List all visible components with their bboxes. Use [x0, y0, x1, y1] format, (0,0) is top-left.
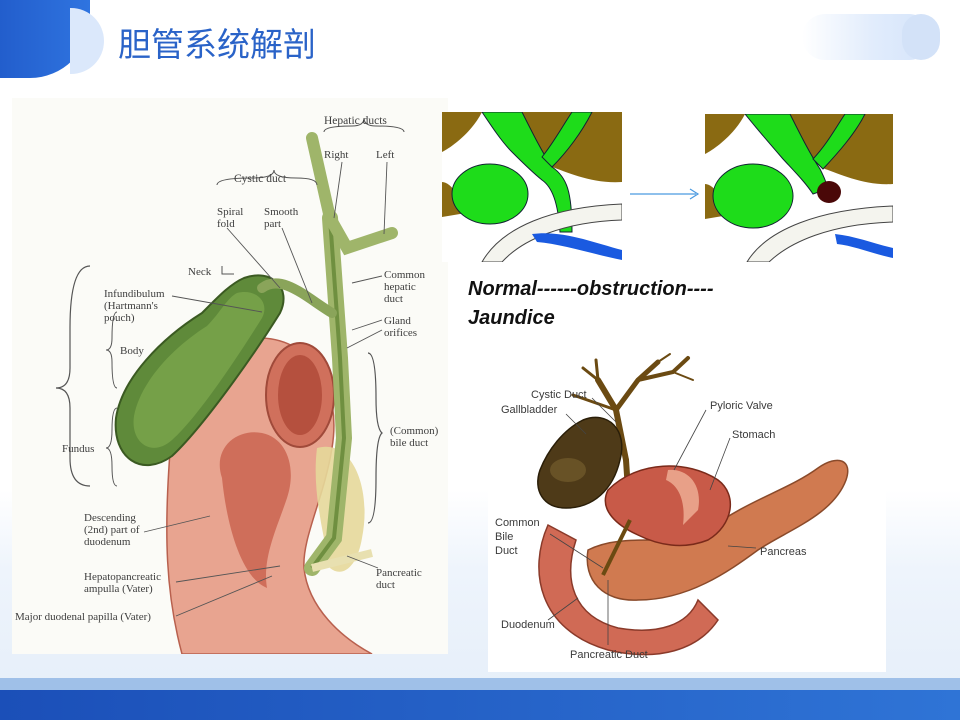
biliary-anatomy-illustration: Hepatic ducts Right Left Cystic duct Spi…: [12, 98, 448, 654]
arrow-right-icon: [630, 188, 700, 200]
biliary-anatomy-drawing: Hepatic ducts Right Left Cystic duct Spi…: [15, 115, 439, 654]
label-right: Right: [324, 149, 348, 161]
leader-lines: [143, 161, 388, 617]
cystic-duct-shape: [257, 278, 337, 318]
label-common-bile-2: bile duct: [390, 437, 428, 449]
label-fundus: Fundus: [62, 443, 94, 455]
label-ampulla-1: Hepatopancreatic: [84, 571, 161, 583]
label-cystic-duct: Cystic duct: [234, 173, 287, 185]
bile-duct-bracket: [367, 352, 383, 524]
hepatic-ducts-bracket: [323, 117, 405, 133]
label-stomach: Stomach: [732, 429, 775, 441]
label-common-bile-1: (Common): [390, 425, 439, 437]
label-gland-orifices-1: Gland: [384, 315, 411, 327]
left-hepatic-duct: [324, 212, 398, 256]
duodenum-loop: [538, 523, 719, 656]
pyloric-valve-shape: [666, 469, 699, 525]
duodenum-cut-inner: [278, 355, 322, 435]
normal-obstruction-jaundice-caption: Normal------obstruction---- Jaundice: [468, 275, 798, 333]
label-common-bile-3: Duct: [495, 545, 518, 557]
label-left: Left: [376, 149, 394, 161]
bottom-band-mid: [0, 678, 960, 690]
label-body: Body: [120, 345, 144, 357]
body-bracket: [105, 311, 118, 389]
label-smooth-part-2: part: [264, 218, 281, 230]
label-common-bile-2: Bile: [495, 531, 513, 543]
label-infundibulum-2: (Hartmann's: [104, 300, 158, 312]
progression-arrow: [630, 186, 702, 207]
label-descending-1: Descending: [84, 512, 136, 524]
label-pancreas: Pancreas: [760, 546, 807, 558]
gallbladder-mucosa: [133, 292, 265, 448]
gallbladder-pancreas-drawing: Cystic Duct Gallbladder Pyloric Valve St…: [495, 353, 849, 661]
label-pancreatic-duct-organ: Pancreatic Duct: [570, 649, 648, 661]
label-descending-2: (2nd) part of: [84, 524, 140, 536]
label-hepatic-ducts: Hepatic ducts: [324, 115, 387, 127]
label-common-bile-1: Common: [495, 517, 540, 529]
header-right-accent: [902, 14, 940, 60]
label-pyloric-valve: Pyloric Valve: [710, 400, 773, 412]
label-cystic-duct-organ: Cystic Duct: [531, 389, 587, 401]
gallbladder-bracket: [55, 265, 91, 487]
label-common-hepatic-2: hepatic: [384, 281, 416, 293]
label-common-hepatic-1: Common: [384, 269, 425, 281]
label-pancreatic-1: Pancreatic: [376, 567, 422, 579]
label-gallbladder: Gallbladder: [501, 404, 558, 416]
label-gland-orifices-2: orifices: [384, 327, 417, 339]
pancreatic-duct-shape: [311, 549, 373, 572]
label-pancreatic-2: duct: [376, 579, 395, 591]
label-spiral-fold-2: fold: [217, 218, 235, 230]
normal-biliary-thumbnail: [442, 112, 622, 262]
obstruction-biliary-thumbnail: [705, 114, 893, 262]
label-papilla: Major duodenal papilla (Vater): [15, 611, 151, 623]
caption-line-1: Normal------obstruction----: [468, 278, 714, 300]
label-infundibulum-3: pouch): [104, 312, 135, 324]
label-common-hepatic-3: duct: [384, 293, 403, 305]
slide-title: 胆管系统解剖: [118, 25, 316, 64]
gallbladder-pancreas-illustration: Cystic Duct Gallbladder Pyloric Valve St…: [488, 350, 886, 672]
obstruction-biliary-drawing: [705, 114, 893, 262]
label-spiral-fold-1: Spiral: [217, 206, 243, 218]
right-hepatic-duct: [306, 132, 336, 224]
cystic-duct-bracket: [216, 169, 318, 186]
label-neck: Neck: [188, 266, 212, 278]
label-duodenum: Duodenum: [501, 619, 555, 631]
common-bile-duct-organ: [601, 519, 632, 576]
fundus-bracket: [105, 407, 118, 487]
label-ampulla-2: ampulla (Vater): [84, 583, 153, 595]
header-tab-accent: [70, 8, 104, 74]
duodenum-lumen: [219, 432, 291, 588]
neck-bracket: [221, 266, 234, 275]
normal-biliary-drawing: [442, 112, 622, 262]
label-descending-3: duodenum: [84, 536, 131, 548]
label-infundibulum-1: Infundibulum: [104, 288, 165, 300]
organ-leader-lines: [547, 397, 757, 645]
bottom-band-dark: [0, 690, 960, 720]
label-smooth-part-1: Smooth: [264, 206, 299, 218]
caption-line-2: Jaundice: [468, 307, 555, 329]
